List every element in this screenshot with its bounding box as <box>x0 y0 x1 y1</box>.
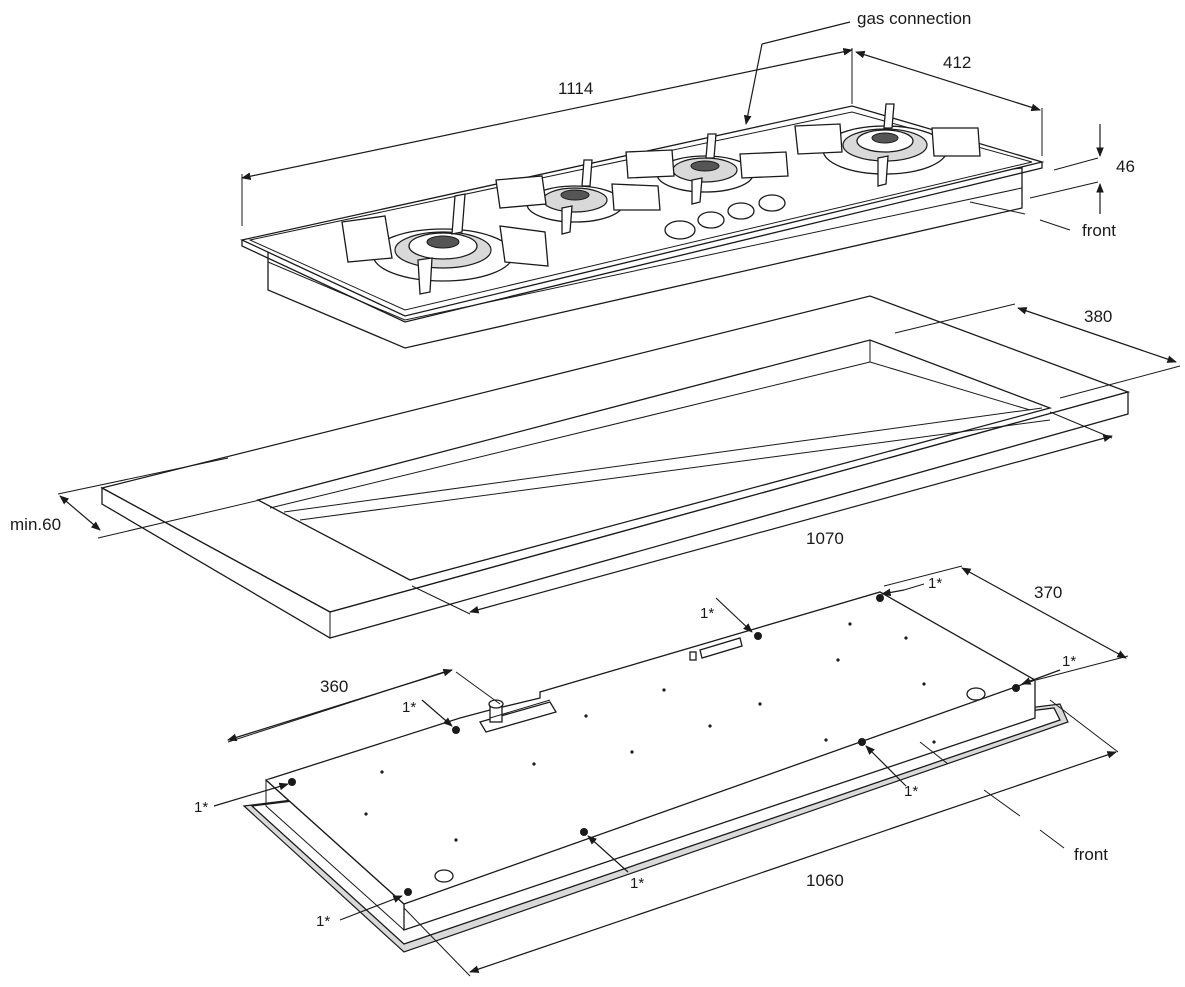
clearance-mark: 1* <box>402 699 417 716</box>
burner-left <box>341 193 549 295</box>
clearance-mark: 1* <box>700 605 715 622</box>
clearance-mark: 1* <box>904 783 919 800</box>
dimension-370 <box>883 565 1129 681</box>
dimension-46-label: 46 <box>1116 157 1135 176</box>
clearance-mark: 1* <box>928 575 943 592</box>
gas-connection-pointer <box>743 21 851 125</box>
dimension-412 <box>855 50 1043 156</box>
clearance-mark: 1* <box>630 875 645 892</box>
dimension-1060-label: 1060 <box>806 871 844 890</box>
dimension-380-label: 380 <box>1084 307 1113 326</box>
control-knobs <box>664 194 786 240</box>
front-pointer-top <box>969 201 1071 231</box>
dimension-380 <box>894 303 1181 399</box>
clearance-leaders <box>213 583 1061 921</box>
countertop-cutout <box>100 295 1131 639</box>
dimension-1060 <box>403 699 1119 977</box>
gas-connection-label: gas connection <box>857 9 972 28</box>
dimension-min60-label: min.60 <box>10 515 62 534</box>
front-label-top: front <box>1082 221 1117 240</box>
dimension-360 <box>227 668 501 743</box>
clearance-mark: 1* <box>1062 653 1077 670</box>
clearance-mark: 1* <box>194 799 209 816</box>
dimension-412-label: 412 <box>943 53 972 72</box>
clearance-mark: 1* <box>316 913 331 930</box>
dimension-1114 <box>241 48 853 226</box>
front-label-bottom: front <box>1074 845 1109 864</box>
dimension-1070 <box>411 411 1113 615</box>
dimension-360-label: 360 <box>320 677 349 696</box>
dimension-46 <box>1029 124 1104 214</box>
dimension-1070-label: 1070 <box>806 529 844 548</box>
dimension-1114-label: 1114 <box>558 79 594 98</box>
hob-underside <box>242 591 1069 953</box>
dimension-370-label: 370 <box>1034 583 1063 602</box>
front-pointer-bottom <box>919 741 1065 849</box>
dimension-min60 <box>57 457 261 539</box>
